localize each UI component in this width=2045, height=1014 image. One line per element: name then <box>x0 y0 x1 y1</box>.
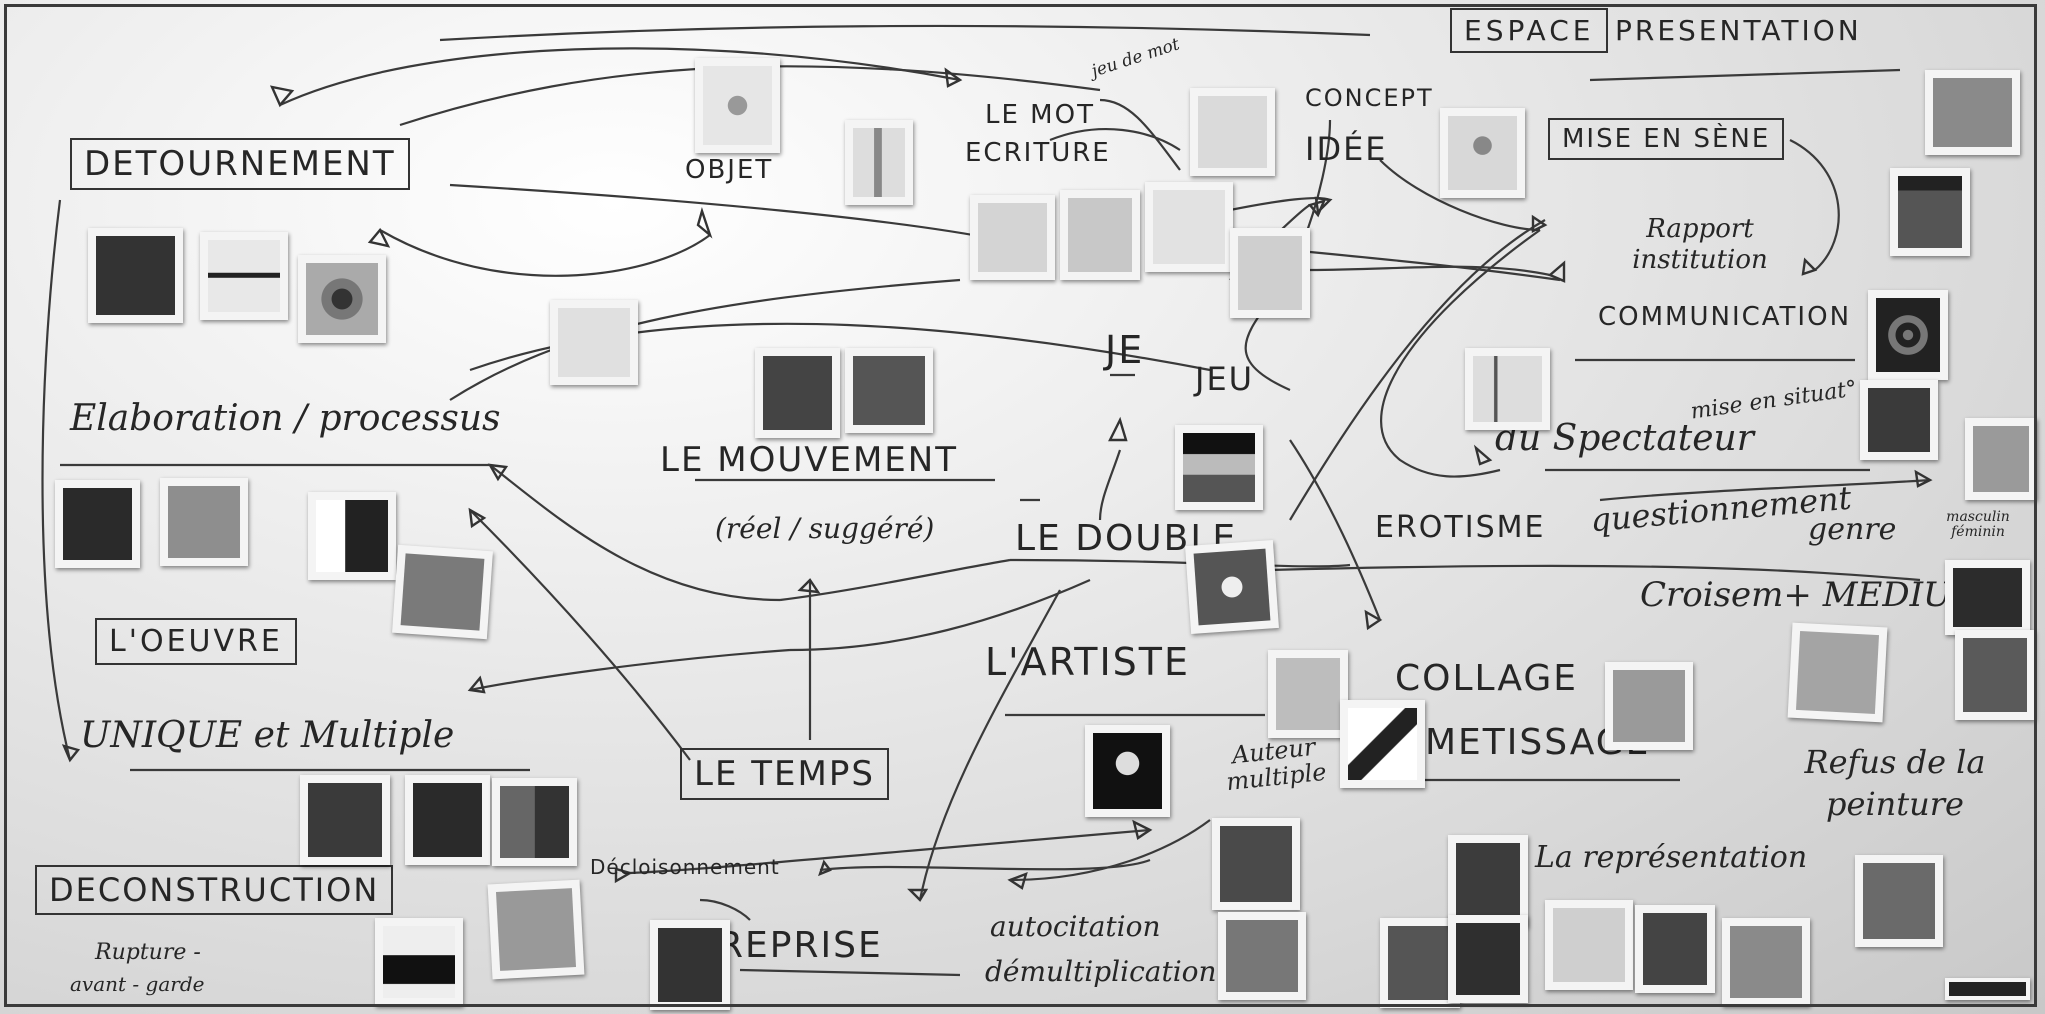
label-mise-en-scene: MISE EN SÈNE <box>1548 118 1785 160</box>
artwork-photo <box>550 300 638 385</box>
artwork-photo <box>1440 108 1525 198</box>
artwork-photo <box>1868 290 1948 380</box>
artwork-photo <box>1605 662 1693 750</box>
label-je: JE <box>1105 328 1145 372</box>
artwork-photo <box>845 120 913 205</box>
artwork-photo <box>1890 168 1970 256</box>
artwork-photo <box>650 920 730 1010</box>
label-le-mouvement: LE MOUVEMENT <box>660 440 958 480</box>
artwork-photo <box>695 58 780 153</box>
artwork-photo <box>375 918 463 1006</box>
label-representation: La représentation <box>1535 840 1808 875</box>
label-oeuvre: L'OEUVRE <box>95 618 297 665</box>
artwork-photo <box>308 492 396 580</box>
artwork-photo <box>1945 978 2030 1000</box>
artwork-photo <box>1545 900 1633 990</box>
label-rupture: Rupture - <box>95 940 201 965</box>
label-presentation: PRESENTATION <box>1615 14 1862 47</box>
label-refus-peinture: Refus de la peinture <box>1804 743 1986 823</box>
label-masculin-feminin: masculin féminin <box>1946 509 2010 541</box>
artwork-photo <box>1380 918 1460 1008</box>
artwork-photo <box>300 775 390 865</box>
artwork-photo <box>1060 190 1140 280</box>
artwork-photo <box>1145 182 1233 272</box>
artwork-photo <box>1860 380 1938 460</box>
artwork-photo <box>1955 630 2035 720</box>
label-ecriture: ECRITURE <box>965 138 1111 168</box>
label-decloisonnement: Décloisonnement <box>590 855 780 879</box>
label-reprise: REPRISE <box>718 925 883 966</box>
artwork-photo <box>1465 348 1550 430</box>
artwork-photo <box>1635 905 1715 993</box>
label-objet: OBJET <box>685 155 774 185</box>
label-le-mot: LE MOT <box>985 100 1095 130</box>
artwork-photo <box>845 348 933 433</box>
label-communication: COMMUNICATION <box>1598 302 1852 332</box>
artwork-photo <box>1448 835 1528 927</box>
artwork-photo <box>405 775 490 865</box>
label-collage: COLLAGE <box>1395 658 1579 699</box>
label-idee: IDÉE <box>1305 130 1388 168</box>
label-autocitation: autocitation <box>990 910 1161 943</box>
label-concept: CONCEPT <box>1305 84 1434 112</box>
artwork-photo <box>1925 70 2020 155</box>
artwork-photo <box>755 348 840 438</box>
label-avant-garde: avant - garde <box>70 972 205 996</box>
label-le-temps: LE TEMPS <box>680 748 889 800</box>
label-artiste: L'ARTISTE <box>985 640 1191 684</box>
label-elaboration: Elaboration / processus <box>70 398 501 439</box>
artwork-photo <box>1722 918 1810 1006</box>
label-croisement-medium: Croisem+ MEDIUM <box>1640 575 1987 615</box>
label-unique-multiple: UNIQUE et Multiple <box>80 715 455 756</box>
label-reel-suggere: (réel / suggéré) <box>715 512 935 545</box>
artwork-photo <box>200 232 288 320</box>
artwork-photo <box>1855 855 1943 947</box>
artwork-photo <box>1448 915 1528 1003</box>
artwork-photo <box>1787 622 1888 723</box>
label-detournement: DETOURNEMENT <box>70 138 410 190</box>
artwork-photo <box>1230 228 1310 318</box>
artwork-photo <box>1268 650 1348 738</box>
artwork-photo <box>160 478 248 566</box>
label-demultiplication: démultiplication <box>985 955 1217 988</box>
artwork-photo <box>1218 912 1306 1000</box>
artwork-photo <box>1085 725 1170 817</box>
artwork-photo <box>1965 418 2037 500</box>
artwork-photo <box>55 480 140 568</box>
artwork-photo <box>1175 425 1263 510</box>
label-rapport-institution: Rapport institution <box>1632 214 1768 276</box>
artwork-photo <box>1185 540 1279 634</box>
artwork-photo <box>492 778 577 866</box>
artwork-photo <box>298 255 386 343</box>
label-genre: genre <box>1808 512 1897 547</box>
label-erotisme: EROTISME <box>1375 510 1546 545</box>
label-jeu: JEU <box>1195 360 1255 398</box>
artwork-photo <box>1212 818 1300 910</box>
artwork-photo <box>1340 700 1425 788</box>
label-deconstruction: DECONSTRUCTION <box>35 865 394 915</box>
artwork-photo <box>392 544 493 640</box>
artwork-photo <box>970 195 1055 280</box>
artwork-photo <box>1945 560 2030 635</box>
artwork-photo <box>487 879 585 980</box>
label-espace: ESPACE <box>1450 8 1609 53</box>
artwork-photo <box>88 228 183 323</box>
artwork-photo <box>1190 88 1275 176</box>
